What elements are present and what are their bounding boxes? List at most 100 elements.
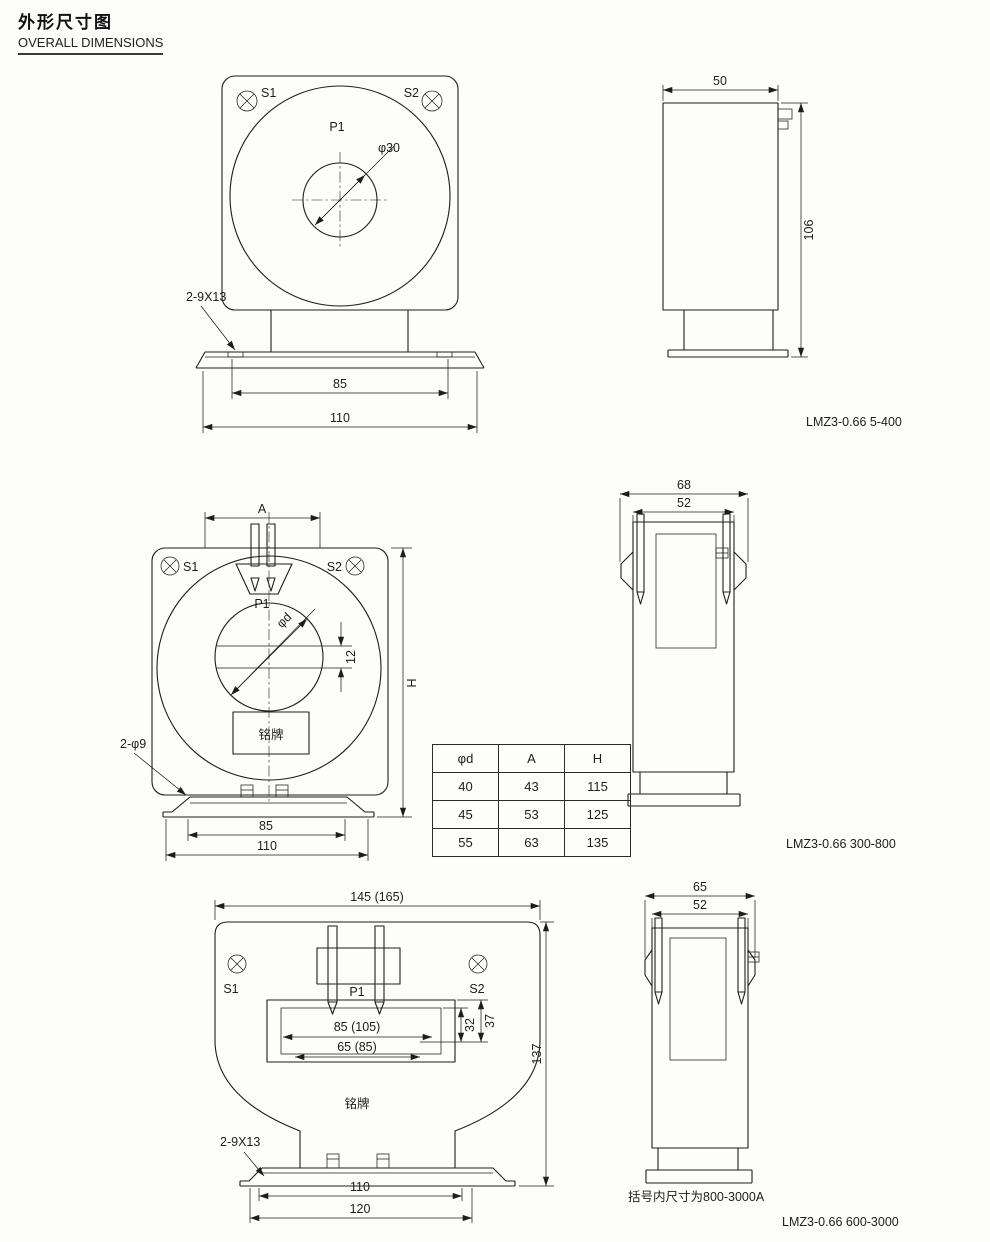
dim-window-65-text: 65 (85) [337, 1040, 377, 1054]
dim-65-text: 65 [693, 880, 707, 894]
spec-table-cell: 45 [432, 800, 499, 829]
spec-table-cell: 63 [498, 828, 565, 857]
dim-37-text: 37 [483, 1014, 497, 1028]
side-body [662, 102, 779, 311]
spec-table: φd A H 40 43 115 45 53 125 55 63 135 [432, 744, 631, 857]
spec-table-cell: 40 [432, 772, 499, 801]
drawing3-front-view: S1 S2 145 (165) P1 [214, 890, 554, 1223]
primary-terminals [316, 925, 401, 1015]
dim-137: 137 [519, 921, 554, 1187]
drawing2-front-view: S1 S2 P1 A 12 φd [120, 502, 419, 861]
dim-A: A [204, 502, 321, 548]
dim-52-text: 52 [693, 898, 707, 912]
drawing1-side-view: 50 106 [662, 74, 816, 358]
hole-diameter-text: φ30 [378, 141, 400, 155]
spec-table-cell: 55 [432, 828, 499, 857]
corner-screw-s2 [345, 556, 365, 576]
dim-window-65: 65 (85) [295, 1040, 420, 1061]
dim-85-text: 85 [259, 819, 273, 833]
dim-H: H [377, 547, 419, 818]
drawing1-front-view: S1 S2 P1 φ30 2-9X13 [186, 75, 485, 433]
mounting-base [195, 351, 485, 369]
spec-table-cell: 125 [564, 800, 631, 829]
dim-137-text: 137 [530, 1044, 544, 1065]
terminal-label-s2: S2 [469, 982, 484, 996]
spec-table-row: 45 53 125 [432, 800, 631, 829]
corner-screw-s1 [236, 90, 258, 112]
dim-52: 52 [651, 898, 749, 930]
primary-hole [214, 602, 324, 712]
corner-screw-s1 [160, 556, 180, 576]
transformer-body-outline [221, 75, 459, 311]
spec-table-cell: 115 [564, 772, 631, 801]
dim-50-text: 50 [713, 74, 727, 88]
bracket-note: 括号内尺寸为800-3000A [628, 1189, 765, 1204]
dim-A-text: A [258, 502, 267, 516]
terminal-label-p1: P1 [254, 597, 269, 611]
dim-85: 85 [231, 359, 449, 399]
primary-terminals [235, 523, 293, 595]
holes-text: 2-φ9 [120, 737, 146, 751]
dim-12-text: 12 [344, 650, 358, 664]
dim-106-text: 106 [802, 220, 816, 241]
dim-106: 106 [781, 102, 816, 358]
model-label-1: LMZ3-0.66 5-400 [806, 415, 902, 429]
spec-table-cell: 135 [564, 828, 631, 857]
hole-diameter-callout: φ30 [314, 141, 400, 226]
dim-145: 145 (165) [214, 890, 541, 920]
dim-110: 110 [202, 371, 478, 433]
slot-callout: 2-9X13 [220, 1135, 265, 1177]
terminal-label-p1: P1 [349, 985, 364, 999]
hole-diameter-text: φd [274, 610, 295, 631]
spec-table-cell: 43 [498, 772, 565, 801]
corner-screw-s2 [421, 90, 443, 112]
holes-callout: 2-φ9 [120, 737, 187, 796]
terminal-label-s1: S1 [183, 560, 198, 574]
dim-12: 12 [337, 622, 358, 692]
slot-callout: 2-9X13 [186, 290, 236, 351]
dim-65: 65 [644, 880, 756, 958]
core-circle [229, 85, 451, 307]
side-body [632, 521, 735, 773]
dim-110-text: 110 [257, 839, 277, 853]
dim-145-text: 145 (165) [350, 890, 404, 904]
dim-32-text: 32 [463, 1018, 477, 1032]
spec-table-header-a: A [498, 744, 565, 773]
mounting-base [162, 784, 375, 818]
spec-table-row: 40 43 115 [432, 772, 631, 801]
nameplate-box [232, 711, 310, 755]
dim-window-85: 85 (105) [283, 1020, 432, 1041]
spec-table-row: 55 63 135 [432, 828, 631, 857]
side-body [651, 927, 749, 1149]
dim-120-text: 120 [350, 1202, 371, 1216]
dim-52: 52 [632, 496, 735, 528]
nameplate-text: 铭牌 [258, 727, 283, 742]
dim-110: 110 [165, 819, 369, 861]
transformer-body-outline [151, 547, 389, 796]
corner-screw-s2 [468, 954, 488, 974]
dim-110-text: 110 [350, 1180, 370, 1194]
dim-50: 50 [662, 74, 779, 101]
dim-120: 120 [249, 1188, 473, 1223]
slot-text: 2-9X13 [186, 290, 226, 304]
terminal-label-p1: P1 [329, 120, 344, 134]
dim-52-text: 52 [677, 496, 691, 510]
dim-85-text: 85 [333, 377, 347, 391]
terminal-label-s1: S1 [223, 982, 238, 996]
dim-H-text: H [405, 678, 419, 687]
terminal-label-s1: S1 [261, 86, 276, 100]
dim-110: 110 [258, 1180, 463, 1201]
page-header: 外形尺寸图 OVERALL DIMENSIONS [18, 8, 164, 55]
slot-text: 2-9X13 [220, 1135, 260, 1149]
mounting-base [239, 1153, 516, 1187]
transformer-body-outline [214, 921, 541, 1169]
dim-68-text: 68 [677, 478, 691, 492]
dim-110-text: 110 [330, 411, 350, 425]
dim-68: 68 [619, 478, 749, 562]
core-circle [156, 555, 382, 781]
page-title-english: OVERALL DIMENSIONS [18, 35, 164, 55]
page-title-chinese: 外形尺寸图 [18, 13, 113, 32]
model-label-2: LMZ3-0.66 300-800 [786, 837, 896, 851]
